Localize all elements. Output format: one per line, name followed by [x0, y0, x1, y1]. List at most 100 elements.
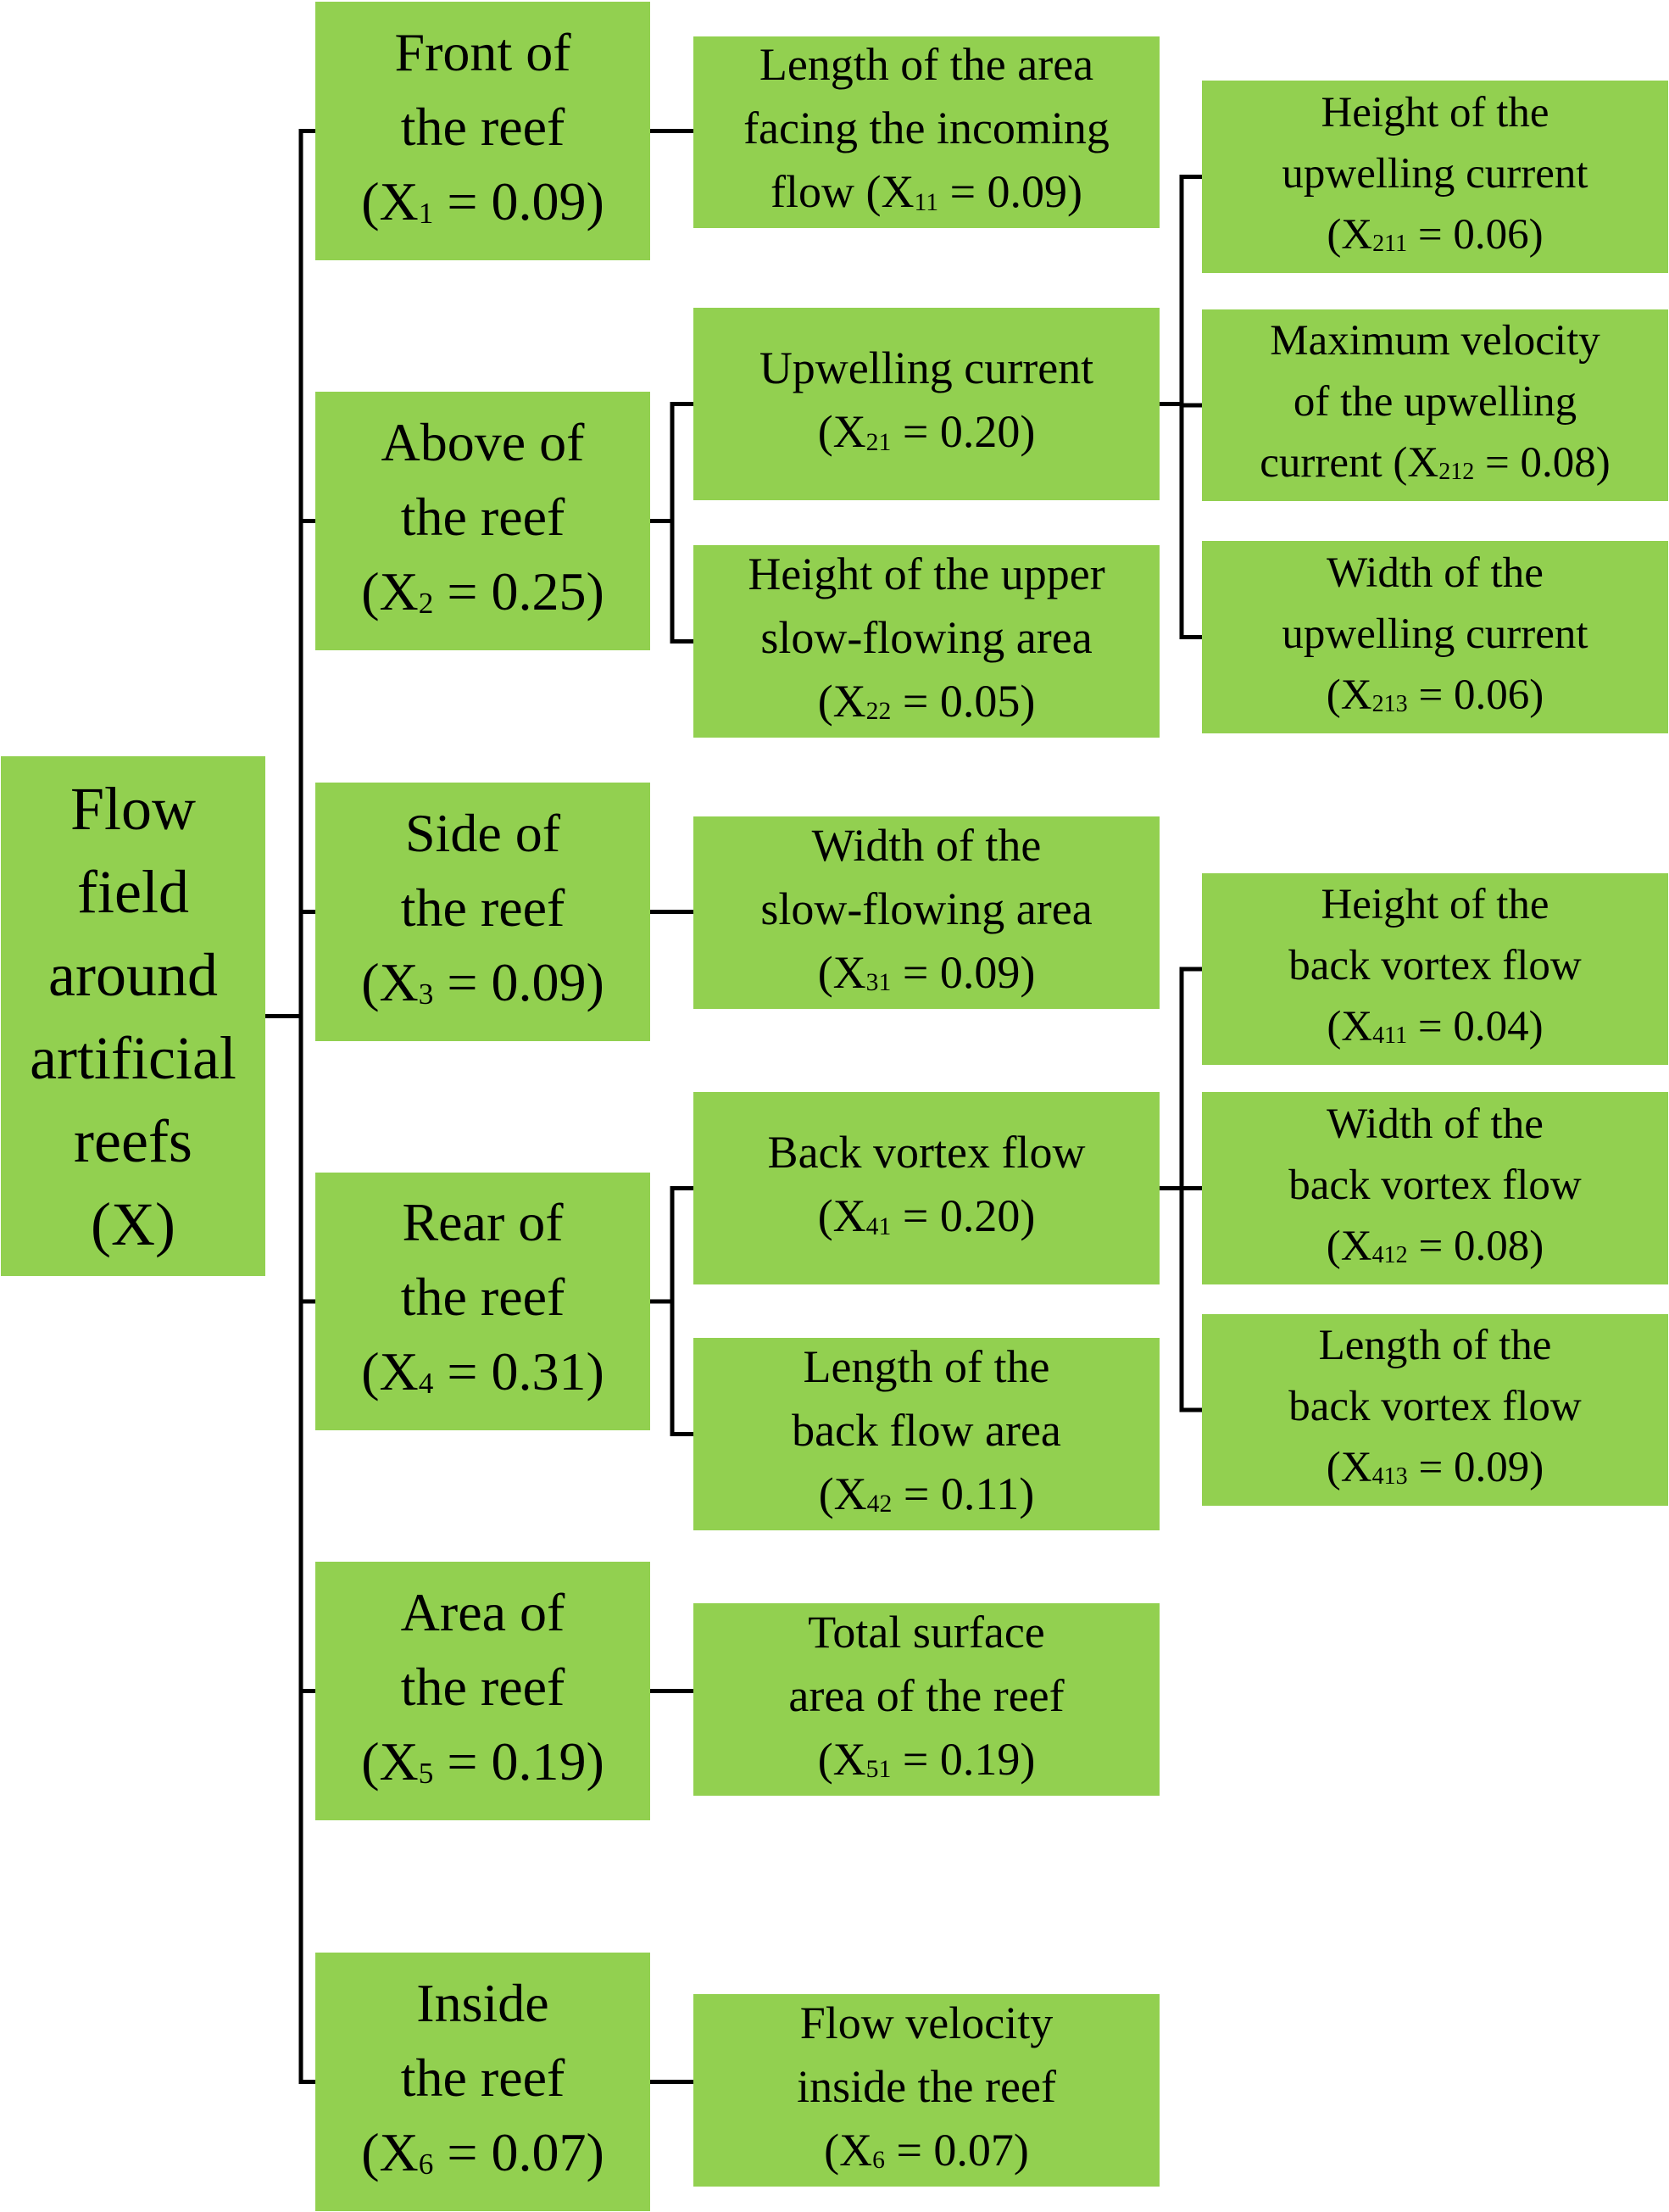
node-x212-line-1: of the upwelling [1293, 371, 1577, 432]
subscript: 22 [865, 698, 892, 726]
node-x411-line-2: (X411 = 0.04) [1327, 996, 1543, 1064]
subscript: 213 [1371, 690, 1408, 717]
subscript: 11 [914, 188, 939, 216]
text-run: (X [361, 1341, 419, 1401]
text-run: = 0.09) [433, 170, 604, 231]
node-x22-line-2: (X22 = 0.05) [818, 670, 1036, 741]
node-x22: Height of the upper slow-flowing area (X22… [693, 545, 1160, 738]
text-run: Total surface [808, 1606, 1045, 1658]
text-run: = 0.19) [433, 1730, 604, 1791]
node-x1-line-1: the reef [401, 90, 565, 164]
text-run: current (X [1260, 439, 1439, 487]
node-x6b-line-0: Flow velocity [800, 1992, 1053, 2055]
text-run: slow-flowing area [760, 883, 1093, 934]
text-run: = 0.07) [433, 2121, 604, 2182]
text-run: Side of [404, 802, 561, 863]
node-x22-line-0: Height of the upper [748, 543, 1104, 606]
text-run: Width of the [811, 819, 1042, 871]
text-run: around [48, 940, 218, 1009]
text-run: field [77, 857, 189, 926]
node-x11-line-0: Length of the area [759, 33, 1093, 97]
node-root-line-4: reefs [74, 1100, 192, 1183]
text-run: = 0.08) [1407, 1222, 1544, 1270]
text-run: the reef [400, 1267, 565, 1327]
text-run: Height of the upper [748, 548, 1105, 599]
node-x3-line-1: the reef [401, 871, 565, 945]
text-run: the reef [400, 2047, 565, 2108]
text-run: Above of [381, 411, 585, 472]
node-x11-line-2: flow (X11 = 0.09) [771, 160, 1082, 231]
text-run: (X [818, 1468, 867, 1519]
node-x211-line-2: (X211 = 0.06) [1327, 204, 1543, 272]
text-run: Width of the [1327, 549, 1544, 597]
subscript: 4 [418, 1367, 434, 1401]
text-run: slow-flowing area [760, 611, 1093, 663]
text-run: Inside [416, 1972, 549, 2033]
text-run: = 0.06) [1407, 210, 1544, 259]
node-root-line-0: Flow [70, 767, 196, 850]
subscript: 1 [418, 196, 434, 230]
text-run: = 0.11) [892, 1468, 1035, 1519]
node-x412-line-0: Width of the [1327, 1094, 1544, 1155]
text-run: back flow area [792, 1404, 1061, 1456]
node-x212-line-2: current (X212 = 0.08) [1260, 432, 1611, 500]
text-run: of the upwelling [1293, 378, 1577, 426]
node-root-line-1: field [77, 850, 189, 933]
node-x51-line-0: Total surface [808, 1601, 1045, 1664]
node-x212-line-0: Maximum velocity [1270, 310, 1600, 371]
text-run: upwelling current [1282, 610, 1588, 658]
node-x51: Total surface area of the reef (X51 = 0.19… [693, 1603, 1160, 1796]
text-run: facing the incoming [743, 103, 1110, 153]
text-run: (X [361, 951, 419, 1012]
node-x211-line-0: Height of the [1321, 82, 1549, 143]
text-run: = 0.05) [891, 675, 1036, 727]
text-run: (X [361, 2121, 419, 2182]
node-x413-line-0: Length of the [1319, 1315, 1552, 1376]
node-x3-line-2: (X3 = 0.09) [361, 945, 604, 1028]
node-x6b-line-1: inside the reef [797, 2055, 1056, 2119]
node-x1-line-0: Front of [395, 15, 571, 90]
subscript: 3 [418, 977, 434, 1011]
text-run: Length of the [1318, 1322, 1552, 1369]
text-run: area of the reef [788, 1669, 1065, 1721]
text-run: (X [361, 560, 419, 621]
text-run: (X [1326, 671, 1372, 719]
text-run: Rear of [402, 1192, 564, 1252]
node-x41-line-1: (X41 = 0.20) [818, 1184, 1036, 1256]
node-x411-line-0: Height of the [1321, 874, 1549, 935]
text-run: = 0.20) [891, 1190, 1036, 1241]
node-root-line-5: (X) [91, 1183, 175, 1266]
node-x21: Upwelling current(X21 = 0.20) [693, 308, 1160, 500]
node-x411-line-1: back vortex flow [1288, 935, 1582, 996]
subscript: 5 [418, 1756, 434, 1790]
node-x2-line-2: (X2 = 0.25) [361, 554, 604, 638]
node-x212: Maximum velocity of the upwelling current … [1202, 309, 1668, 501]
subscript: 411 [1372, 1022, 1408, 1050]
node-x6b-line-2: (X6 = 0.07) [824, 2119, 1029, 2190]
text-run: (X [817, 946, 866, 998]
text-run: back vortex flow [1288, 1383, 1582, 1430]
node-x51-line-2: (X51 = 0.19) [818, 1728, 1036, 1799]
node-x213-line-1: upwelling current [1282, 604, 1588, 665]
text-run: (X [817, 675, 866, 727]
subscript: 41 [865, 1212, 892, 1240]
subscript: 6 [418, 2147, 434, 2181]
text-run: (X [1327, 210, 1373, 259]
node-x31-line-1: slow-flowing area [760, 878, 1092, 941]
text-run: Width of the [1327, 1100, 1544, 1148]
text-run: the reef [400, 486, 565, 547]
node-x42-line-0: Length of the [804, 1335, 1050, 1399]
text-run: inside the reef [797, 2060, 1056, 2112]
text-run: = 0.19) [891, 1733, 1036, 1785]
subscript: 6 [872, 2147, 885, 2175]
